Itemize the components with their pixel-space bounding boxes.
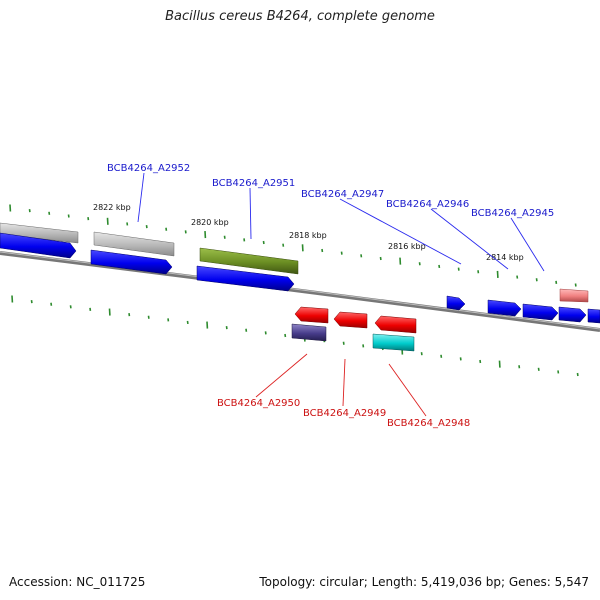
genome-title: Bacillus cereus B4264, complete genome: [165, 9, 435, 24]
leader-bcb4264-a2950: [255, 353, 308, 398]
gene-block-bcb4264-a2946[interactable]: [522, 303, 559, 321]
leader-bcb4264-a2945: [510, 217, 545, 272]
label-bcb4264-a2949[interactable]: BCB4264_A2949: [303, 408, 386, 419]
label-bcb4264-a2952[interactable]: BCB4264_A2952: [107, 163, 190, 174]
genome-backbone: [0, 251, 600, 332]
coord-label-2822: 2822 kbp: [93, 203, 131, 212]
reverse-track: [291, 306, 417, 352]
gene-arrow-blue-3[interactable]: [196, 265, 295, 292]
gene-block-gray-left[interactable]: [0, 222, 79, 244]
genome-backbone-highlight: [0, 251, 600, 330]
scale-ticks-forward: [9, 204, 577, 287]
label-bcb4264-a2947[interactable]: BCB4264_A2947: [301, 189, 384, 200]
leader-bcb4264-a2952: [137, 172, 145, 223]
gene-block-bcb4264-a2950[interactable]: [291, 323, 327, 342]
scale-ticks-reverse: [11, 295, 579, 377]
gene-arrow-blue-1[interactable]: [0, 232, 77, 259]
coord-label-2816: 2816 kbp: [388, 242, 426, 251]
gene-arrow-blue-7[interactable]: [558, 306, 587, 323]
gene-arrow-red-1[interactable]: [294, 306, 329, 324]
gene-block-bcb4264-a2948[interactable]: [372, 333, 415, 352]
coord-label-2820: 2820 kbp: [191, 218, 229, 227]
leader-bcb4264-a2951: [249, 187, 252, 240]
label-bcb4264-a2948[interactable]: BCB4264_A2948: [387, 418, 470, 429]
gene-arrow-blue-8[interactable]: [587, 308, 600, 324]
leader-bcb4264-a2947: [339, 198, 462, 265]
gene-labels: BCB4264_A2952 BCB4264_A2951 BCB4264_A294…: [107, 163, 554, 429]
forward-outer-track: [0, 222, 589, 303]
gene-arrow-blue-4[interactable]: [446, 295, 466, 311]
leader-lines: [137, 172, 545, 417]
coord-label-2814: 2814 kbp: [486, 253, 524, 262]
leader-bcb4264-a2946: [430, 208, 509, 270]
leader-bcb4264-a2948: [388, 363, 427, 417]
gene-block-bcb4264-a2945[interactable]: [559, 288, 589, 303]
label-bcb4264-a2945[interactable]: BCB4264_A2945: [471, 208, 554, 219]
gene-block-bcb4264-a2949[interactable]: [333, 311, 368, 329]
accession-text: Accession: NC_011725: [9, 575, 146, 589]
label-bcb4264-a2946[interactable]: BCB4264_A2946: [386, 199, 469, 210]
genome-stats-text: Topology: circular; Length: 5,419,036 bp…: [259, 575, 589, 589]
gene-block-bcb4264-a2951[interactable]: [199, 247, 299, 275]
gene-block-bcb4264-a2952[interactable]: [93, 231, 175, 257]
gene-arrow-blue-2[interactable]: [90, 249, 173, 275]
gene-block-bcb4264-a2948-red[interactable]: [374, 315, 417, 334]
leader-bcb4264-a2949: [342, 358, 346, 407]
gene-block-bcb4264-a2947[interactable]: [487, 299, 522, 317]
label-bcb4264-a2951[interactable]: BCB4264_A2951: [212, 178, 295, 189]
forward-inner-track: [0, 232, 600, 324]
coord-label-2818: 2818 kbp: [289, 231, 327, 240]
label-bcb4264-a2950[interactable]: BCB4264_A2950: [217, 398, 300, 409]
